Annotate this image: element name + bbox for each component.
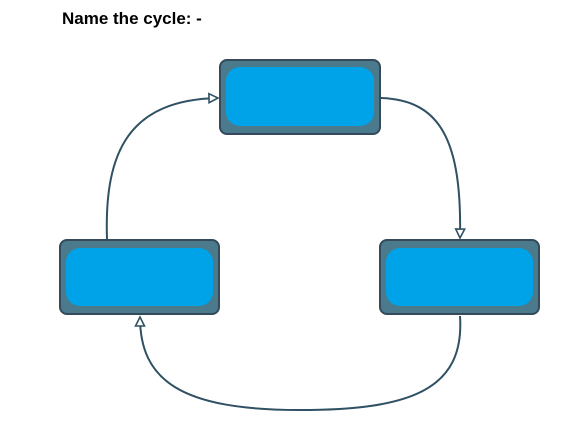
- arrow-top-to-right: [380, 97, 466, 240]
- arrow-right-to-left: [134, 315, 462, 412]
- question-title: Name the cycle: -: [62, 9, 202, 28]
- cycle-box-left: [59, 239, 220, 315]
- arrow-left-to-top: [105, 92, 220, 240]
- cycle-box-right: [379, 239, 540, 315]
- cycle-box-top: [219, 59, 381, 135]
